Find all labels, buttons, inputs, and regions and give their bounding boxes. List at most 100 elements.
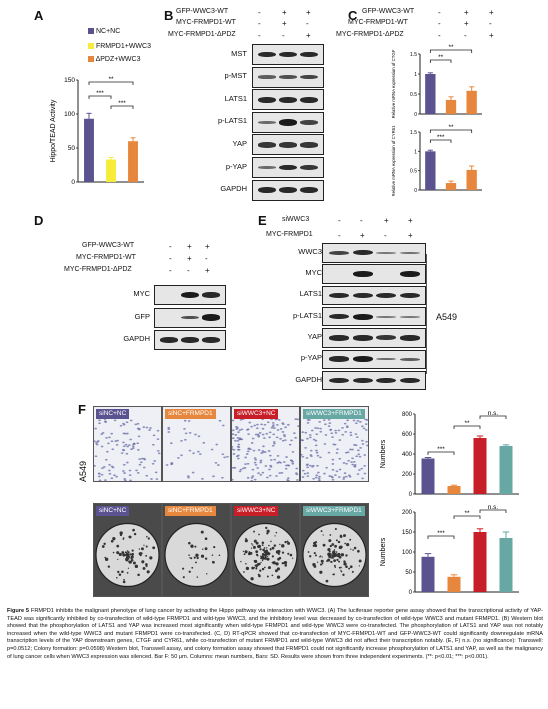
colony-dot: [258, 533, 260, 536]
sign: -: [306, 19, 309, 28]
protein-band: [399, 315, 420, 318]
cell-dot: [136, 449, 140, 451]
cell-dot: [262, 451, 265, 454]
protein-band: [352, 292, 373, 299]
cell-dot: [301, 455, 305, 458]
blot-label: MYC: [305, 268, 322, 278]
cell-dot: [334, 431, 338, 434]
sign: +: [464, 8, 469, 17]
cell-dot: [232, 429, 235, 432]
cell-dot: [197, 435, 201, 438]
cell-dot: [351, 457, 354, 460]
cell-dot: [324, 423, 327, 426]
colony-dot: [145, 545, 148, 548]
cell-dot: [357, 453, 361, 456]
cell-dot: [102, 466, 106, 468]
significance-bracket: [429, 59, 452, 63]
cell-dot: [338, 457, 342, 460]
colony-dot: [243, 553, 246, 556]
cell-dot: [236, 445, 240, 448]
cell-dot: [327, 425, 331, 428]
cell-dot: [150, 478, 153, 480]
protein-band: [257, 75, 277, 79]
cell-dot: [246, 450, 250, 453]
colony-dot: [319, 555, 322, 557]
colony-dot: [255, 541, 259, 545]
colony-dot: [249, 551, 253, 555]
cell-dot: [128, 474, 132, 477]
y-tick-label: 100: [64, 111, 75, 118]
cell-dot: [311, 465, 314, 468]
colony-dot: [145, 563, 148, 566]
protein-band: [180, 337, 200, 343]
colony-dot: [132, 561, 136, 565]
cell-dot: [245, 453, 249, 455]
y-axis-label: Numbers: [380, 537, 387, 566]
cell-dot: [232, 437, 235, 440]
colony-dot: [147, 537, 150, 540]
cell-dot: [294, 436, 298, 439]
cell-dot: [346, 419, 350, 422]
cell-dot: [261, 471, 265, 474]
y-tick-label: 1.5: [410, 130, 417, 136]
colony-dot: [343, 562, 347, 566]
cell-dot: [303, 472, 307, 475]
colony-dot: [146, 570, 150, 574]
significance-label: **: [108, 76, 114, 83]
cell-dot: [284, 426, 287, 429]
cell-dot: [324, 434, 328, 436]
cell-dot: [251, 437, 255, 440]
colony-dot: [329, 544, 332, 548]
western-blot-strip: [252, 134, 324, 156]
cell-dot: [106, 450, 109, 453]
cell-dot: [114, 440, 118, 443]
cell-dot: [186, 475, 190, 478]
bar: [447, 576, 461, 592]
colony-dot: [349, 565, 353, 569]
colony-dot: [188, 554, 190, 556]
transwell-image: siNC+NC: [93, 406, 162, 482]
colony-dot: [266, 555, 269, 558]
colony-dot: [195, 553, 198, 557]
colony-dot: [131, 549, 134, 552]
colony-dot: [257, 544, 261, 549]
cell-dot: [257, 449, 261, 451]
cell-dot: [122, 422, 125, 425]
cell-dot: [306, 422, 310, 424]
cell-dot: [335, 452, 339, 454]
cell-dot: [154, 471, 158, 474]
colony-dot: [248, 551, 251, 553]
cell-dot: [349, 431, 353, 434]
colony-dot: [346, 543, 350, 547]
cell-dot: [334, 429, 338, 432]
cell-dot: [323, 472, 326, 475]
colony-dot: [276, 567, 280, 571]
colony-dot: [204, 537, 208, 541]
protein-band: [399, 292, 420, 299]
cell-dot: [97, 472, 101, 475]
cell-dot: [306, 466, 310, 469]
sign: -: [258, 8, 261, 17]
colony-dot: [200, 554, 205, 558]
cell-dot: [362, 427, 366, 430]
group-tag: siNC+NC: [96, 506, 130, 516]
blot-label: p-LATS1: [217, 116, 247, 126]
sign: -: [338, 216, 341, 225]
sign: +: [282, 8, 287, 17]
western-blot-strip: [154, 307, 226, 328]
cell-dot: [260, 423, 263, 426]
colony-dot: [322, 534, 324, 536]
cell-dot: [352, 419, 356, 422]
cell-dot: [323, 443, 327, 445]
colony-dot: [110, 539, 114, 543]
protein-band: [299, 187, 319, 194]
colony-dot: [141, 547, 144, 551]
colony-dot: [264, 554, 267, 556]
colony-dot: [182, 576, 185, 579]
colony-dot: [337, 540, 341, 544]
colony-dot: [263, 547, 266, 549]
protein-band: [399, 335, 420, 341]
cell-dot: [315, 451, 319, 454]
colony-dot: [122, 580, 126, 584]
